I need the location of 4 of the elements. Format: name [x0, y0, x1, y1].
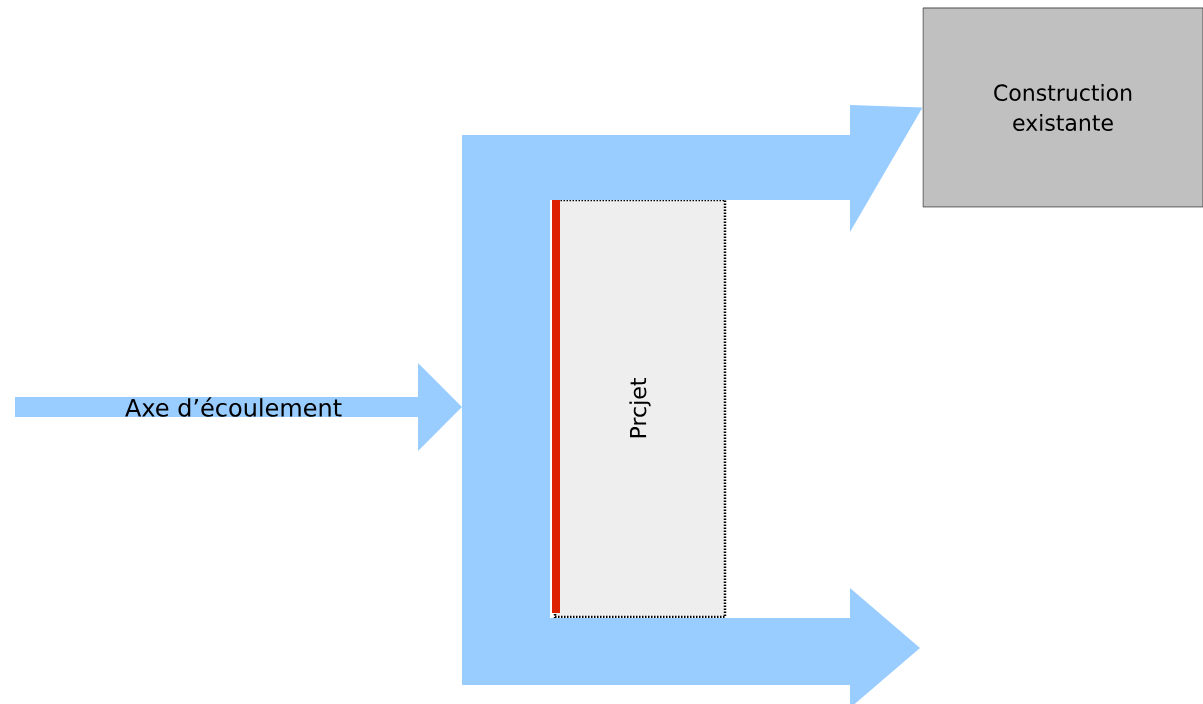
- building-box: Construction existante: [922, 7, 1203, 208]
- project-box: Prcjet: [553, 198, 727, 619]
- flow-arrow: [462, 105, 923, 407]
- flow-arrow: [462, 407, 920, 704]
